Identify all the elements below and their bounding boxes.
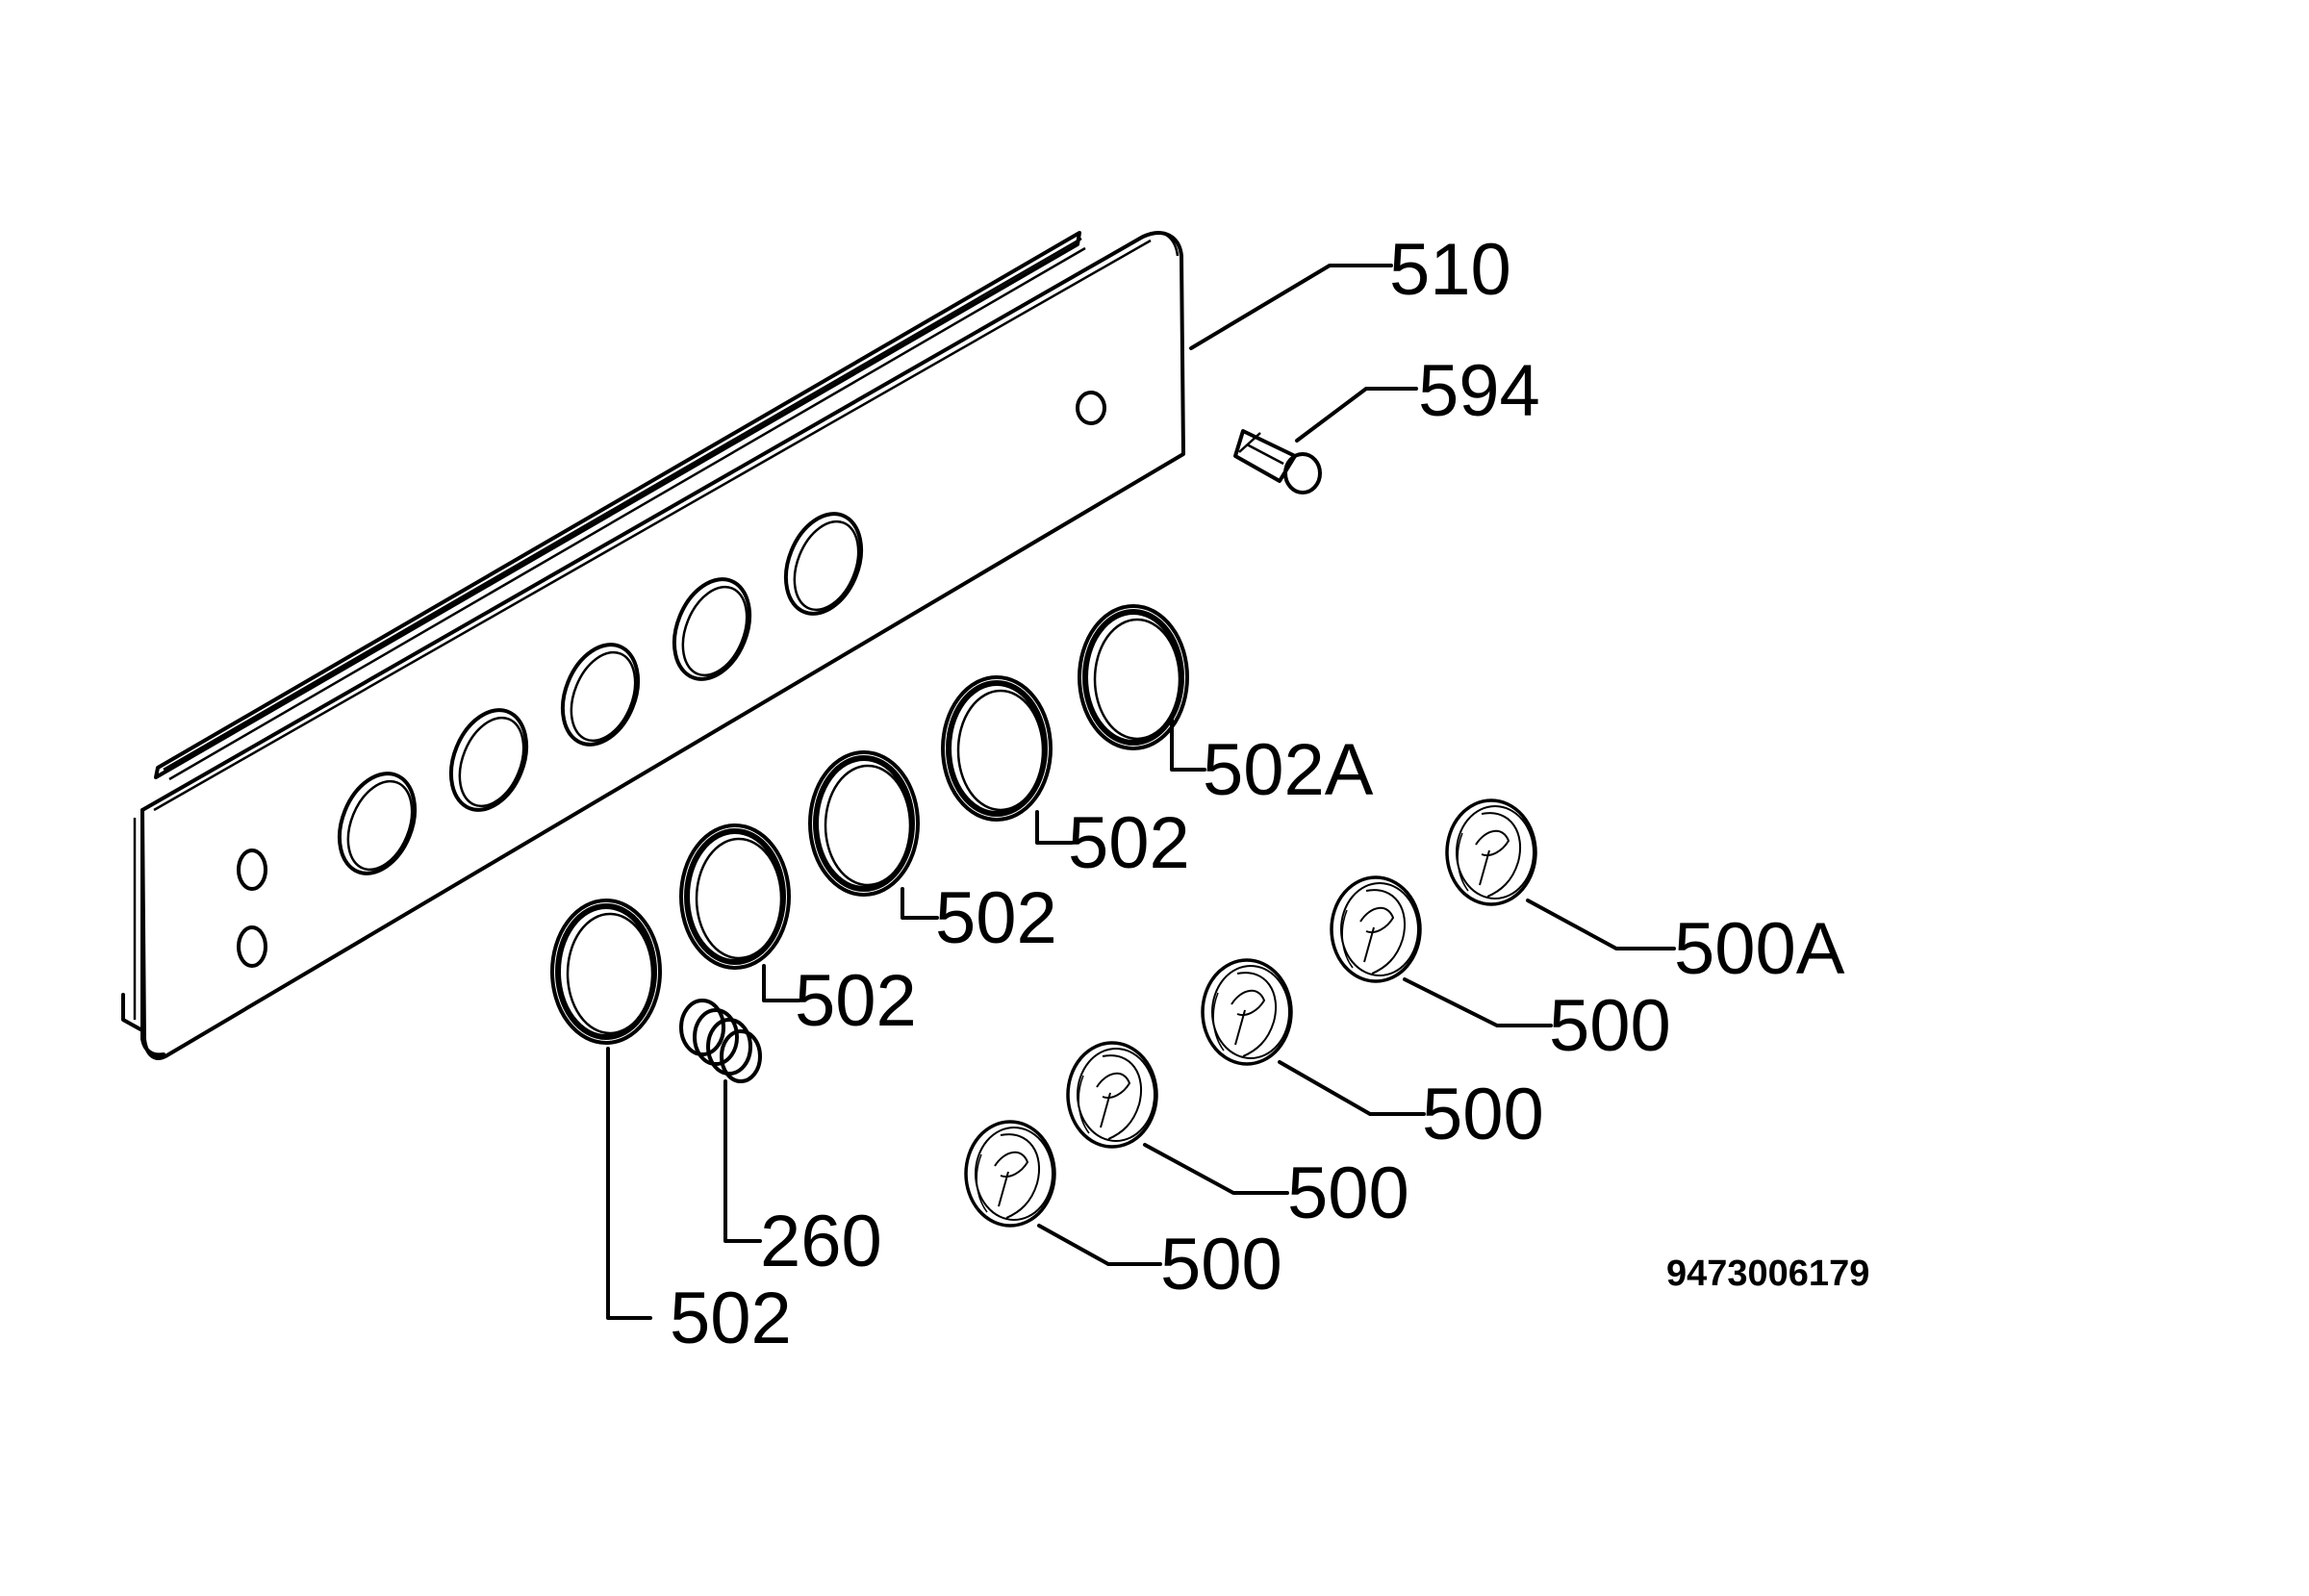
label-knob-4: 500	[1160, 1224, 1282, 1305]
knob-500a	[1445, 798, 1537, 906]
label-ring-a: 502A	[1203, 729, 1374, 811]
label-knob-1: 500	[1549, 985, 1671, 1067]
knob-500	[964, 1120, 1056, 1228]
label-spring: 260	[760, 1201, 882, 1282]
control-panel	[121, 231, 1185, 1060]
ring-502	[810, 752, 918, 895]
label-ring-4: 502	[670, 1278, 792, 1359]
knob-500	[1201, 958, 1293, 1066]
spring	[679, 999, 762, 1083]
label-knob-2: 500	[1422, 1074, 1544, 1155]
panel-hole	[337, 772, 418, 875]
label-knob-3: 500	[1287, 1153, 1409, 1234]
label-ring-1: 502	[1068, 802, 1190, 884]
panel-hole	[783, 512, 864, 616]
panel-hole	[672, 577, 752, 681]
panel-small-hole	[237, 925, 267, 968]
label-knob-a: 500A	[1674, 908, 1845, 990]
ring-502	[943, 677, 1051, 820]
label-indicator: 594	[1418, 350, 1540, 432]
panel-hole	[560, 643, 641, 747]
indicator-hole	[1076, 391, 1106, 425]
panel-hole	[448, 708, 529, 812]
panel-small-hole	[237, 849, 267, 891]
ring-502	[552, 900, 660, 1043]
leader-lines	[606, 264, 1676, 1320]
diagram-code: 9473006179	[1666, 1254, 1869, 1294]
knob-500	[1330, 875, 1422, 983]
label-ring-3: 502	[795, 960, 917, 1042]
label-ring-2: 502	[935, 877, 1057, 959]
label-panel: 510	[1389, 229, 1511, 311]
indicator-light	[1233, 429, 1322, 494]
ring-502	[681, 825, 789, 968]
knob-500	[1066, 1041, 1158, 1149]
